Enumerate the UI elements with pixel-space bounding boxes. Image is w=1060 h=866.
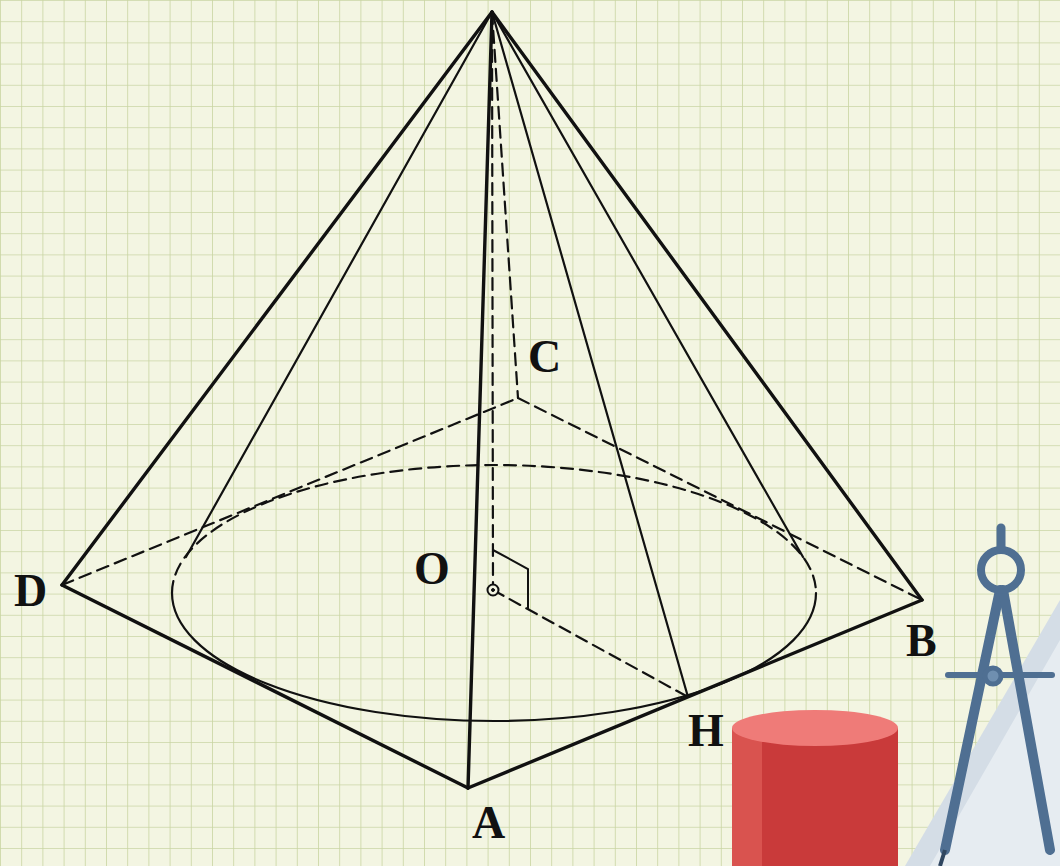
pyramid bbox=[62, 12, 922, 788]
cylinder-icon bbox=[732, 710, 898, 866]
point-label: O bbox=[414, 546, 450, 592]
point-label: B bbox=[906, 618, 937, 664]
point-label: A bbox=[472, 800, 505, 846]
compass-icon bbox=[905, 528, 1060, 866]
point-label: D bbox=[14, 568, 47, 614]
point-label: C bbox=[528, 334, 561, 380]
point-label: H bbox=[688, 708, 724, 754]
